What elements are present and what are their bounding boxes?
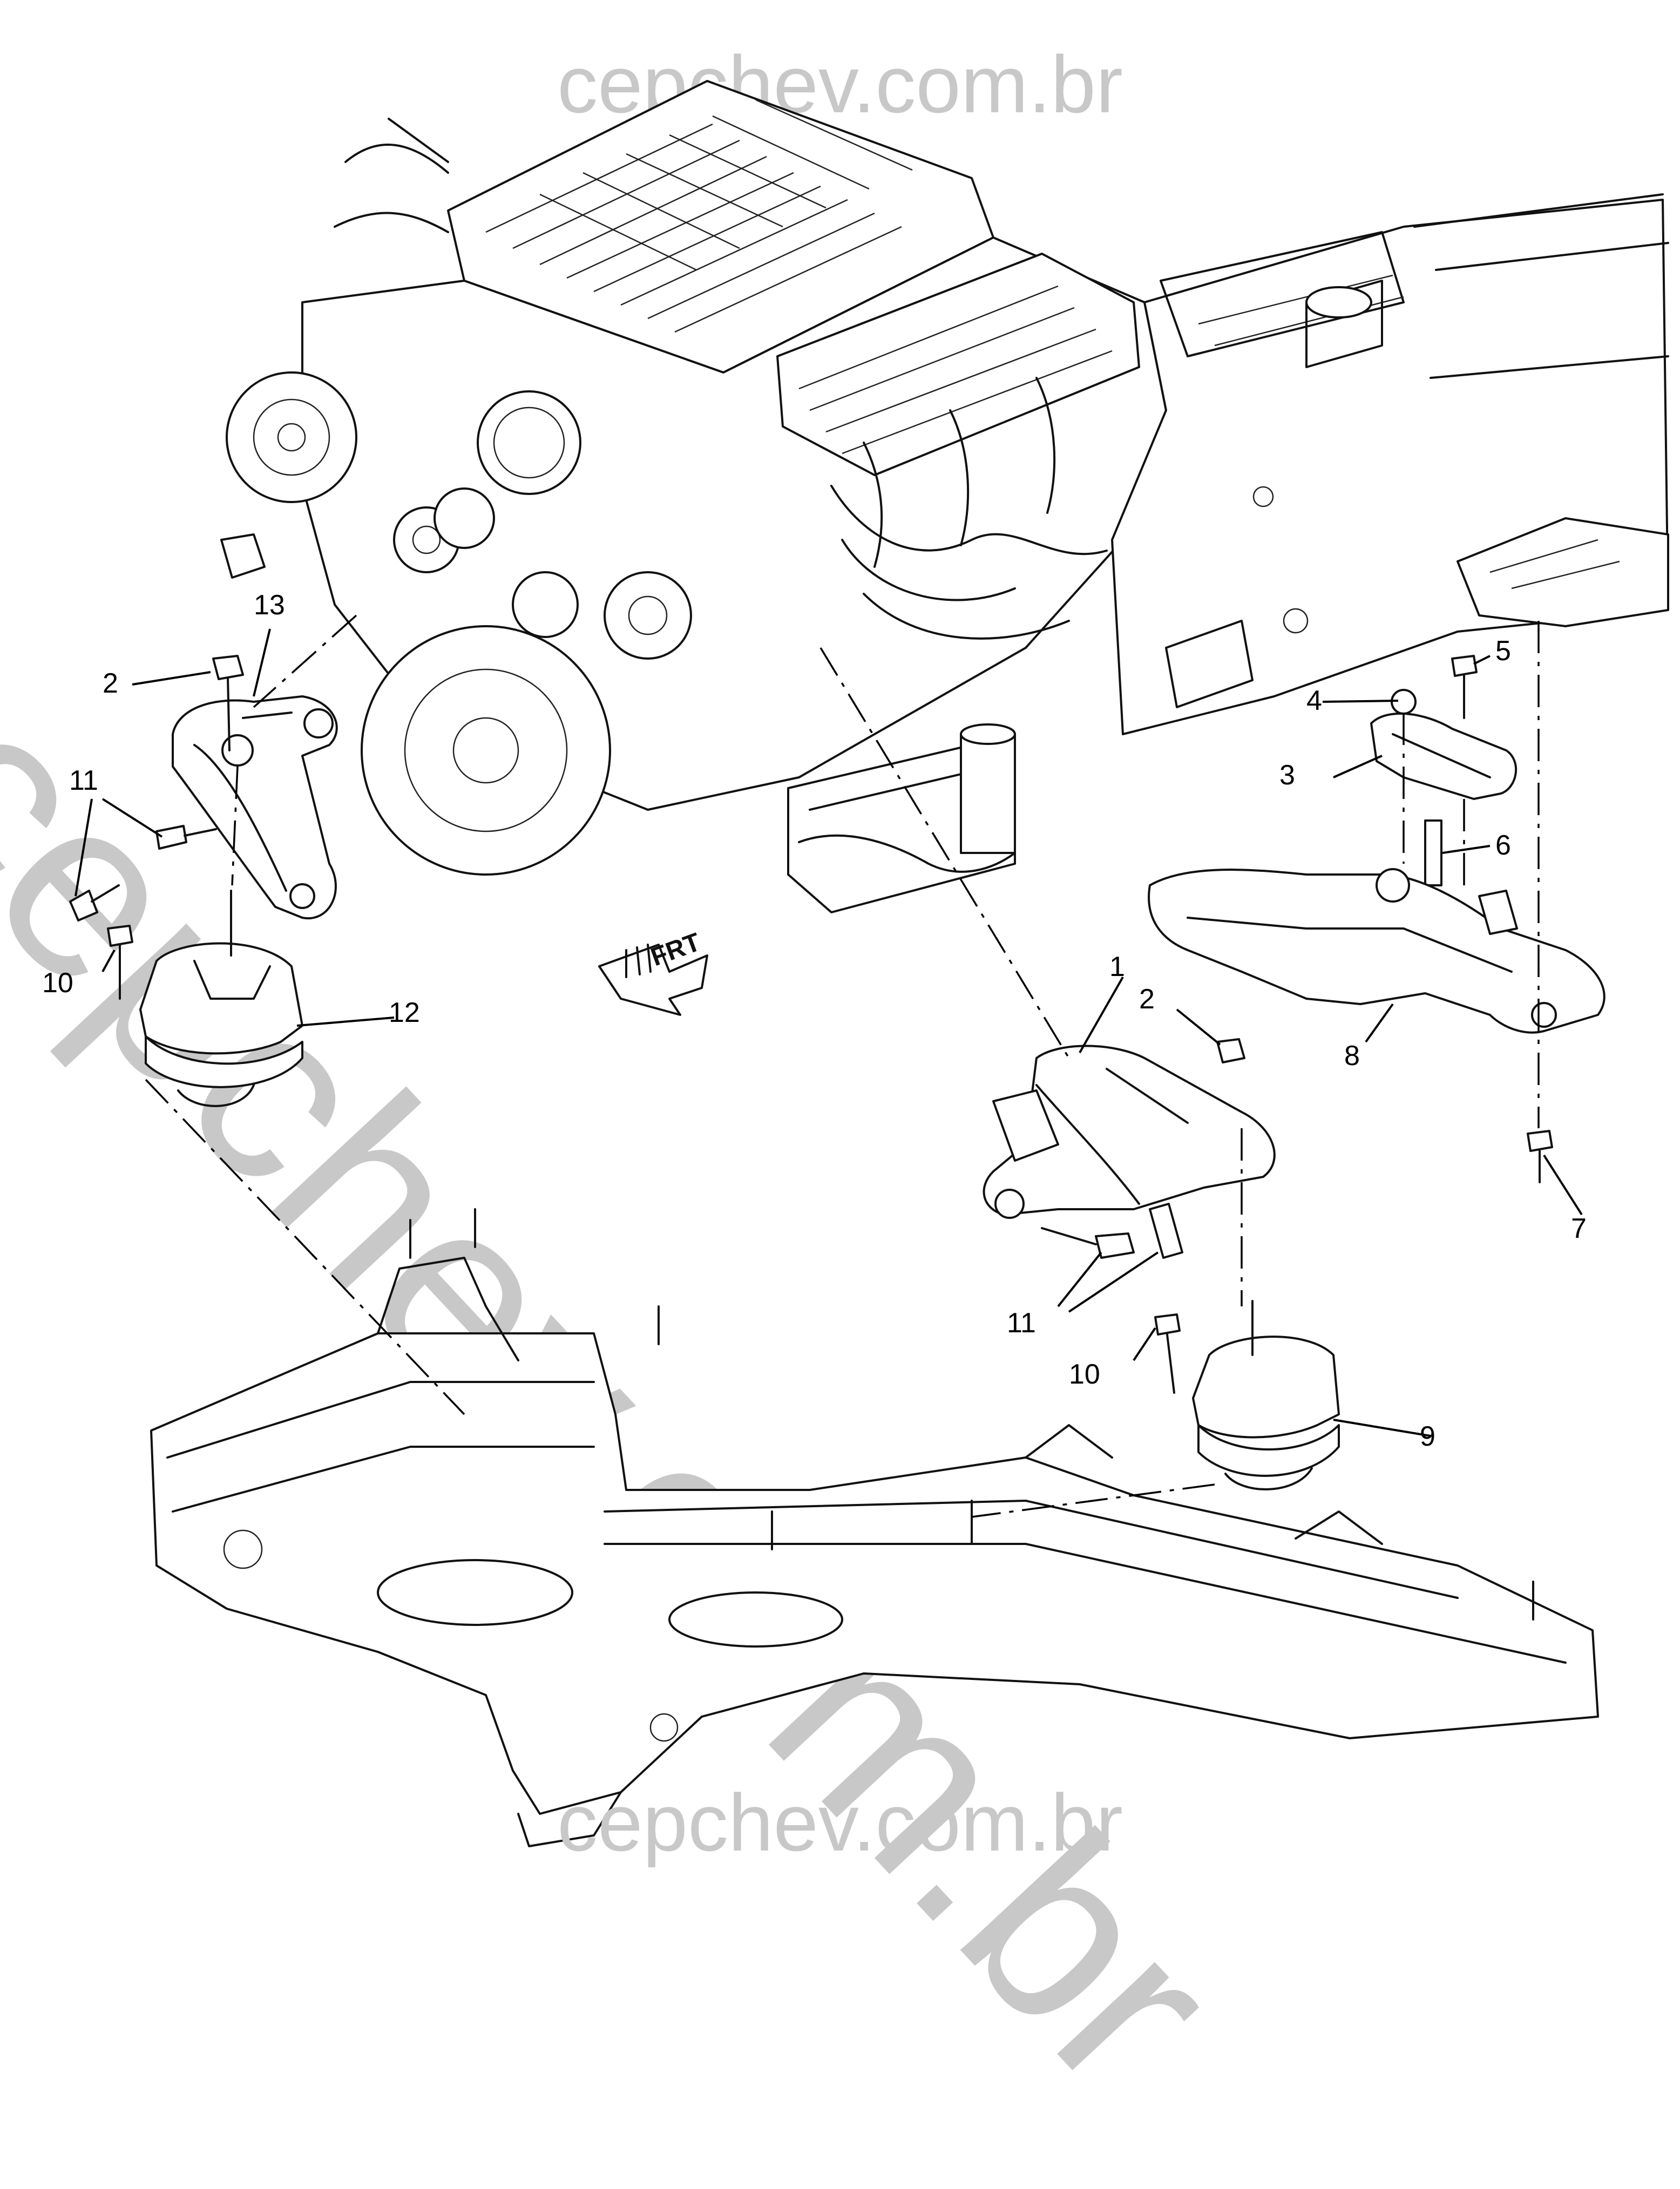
- callout-13: 13: [254, 589, 285, 621]
- transmission: [1111, 193, 1669, 735]
- callout-10-right: 10: [1069, 1359, 1100, 1390]
- front-direction-label-box: FRT: [599, 918, 723, 999]
- engine-mount-diagram: cepchev.com.br cepchev.com.br: [0, 39, 1669, 2140]
- front-direction-label: FRT: [647, 927, 704, 972]
- callout-2-left: 2: [103, 668, 118, 699]
- callout-3: 3: [1279, 760, 1295, 791]
- callout-6: 6: [1495, 830, 1511, 861]
- callout-12: 12: [389, 997, 420, 1028]
- front-subframe: [150, 1208, 1599, 1847]
- right-engine-mount: [1154, 1300, 1340, 1490]
- callout-2-right: 2: [1139, 984, 1155, 1015]
- callout-5: 5: [1495, 635, 1511, 667]
- right-mount-bracket: [983, 1038, 1276, 1259]
- callout-1: 1: [1109, 951, 1125, 982]
- left-engine-mount: [107, 890, 303, 1107]
- callout-8: 8: [1344, 1040, 1360, 1072]
- transmission-mount: [1148, 655, 1606, 1183]
- callout-10-left: 10: [42, 967, 73, 999]
- left-mount-bracket: [69, 655, 338, 921]
- callout-11-right: 11: [1007, 1307, 1036, 1339]
- callout-9: 9: [1420, 1421, 1435, 1452]
- front-direction-arrow: [598, 944, 708, 1016]
- watermark-bottom: cepchev.com.br: [557, 1777, 1123, 1868]
- engine-assembly: [220, 80, 1167, 913]
- diagram-drawing: [69, 80, 1669, 1847]
- callout-11-left: 11: [69, 765, 98, 796]
- alignment-centerlines: [145, 614, 1540, 1518]
- callout-7: 7: [1571, 1213, 1587, 1244]
- callout-4: 4: [1306, 685, 1322, 716]
- leader-lines: [74, 628, 1583, 1437]
